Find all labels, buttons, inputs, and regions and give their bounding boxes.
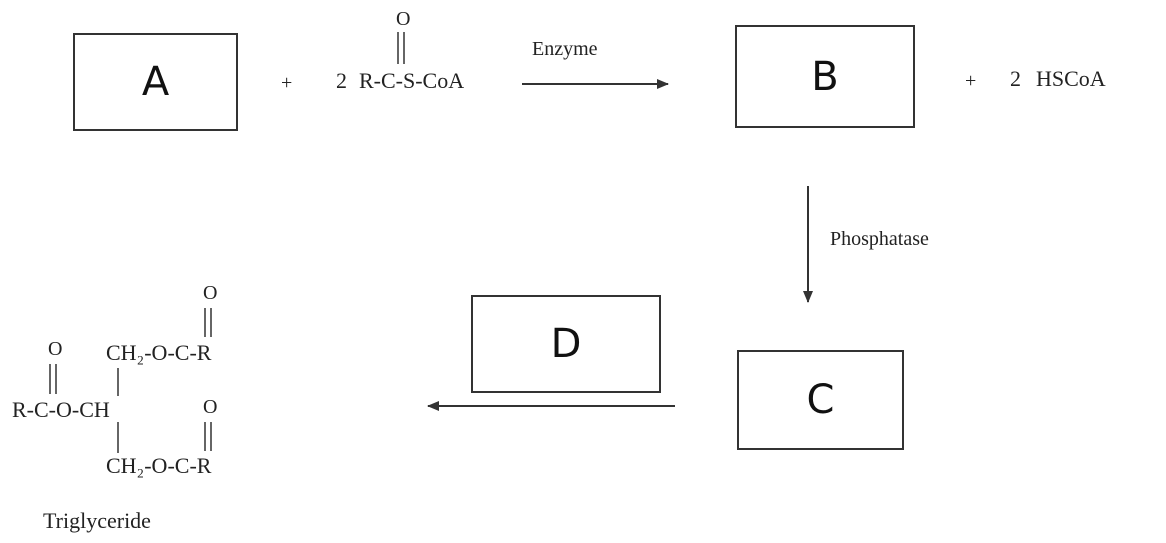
box-b: B	[735, 25, 915, 128]
box-d: D	[471, 295, 661, 393]
tg-row2-right-oxygen: O	[203, 396, 218, 418]
tg-row2-group: R-C-O-CH	[12, 397, 110, 422]
enzyme-label: Enzyme	[532, 38, 598, 60]
hscoa-label: HSCoA	[1036, 66, 1106, 91]
tg-top-double-bond	[204, 308, 212, 337]
tg-left-double-bond	[49, 364, 57, 394]
tg-row1-left-oxygen: O	[48, 338, 63, 360]
box-b-label: B	[811, 53, 839, 100]
tg-row3-group: CH₂-O-C-R	[106, 453, 212, 478]
carbonyl-oxygen: O	[396, 8, 411, 30]
tg-top-oxygen: O	[203, 282, 218, 304]
box-c: C	[737, 350, 904, 450]
box-c-label: C	[806, 377, 835, 423]
reactant-plus: +	[281, 72, 293, 94]
tg-row1-group: CH₂-O-C-R	[106, 340, 212, 365]
acyl-coa-double-bond	[397, 32, 405, 64]
box-a-label: A	[141, 59, 170, 105]
acyl-coa-formula: R-C-S-CoA	[359, 68, 465, 93]
acyl-coa-coefficient: 2	[336, 68, 347, 93]
tg-bottom-double-bond	[204, 422, 212, 451]
product-plus: +	[965, 70, 977, 92]
hscoa-coefficient: 2	[1010, 66, 1021, 91]
box-a: A	[73, 33, 238, 131]
box-d-label: D	[550, 321, 582, 367]
phosphatase-label: Phosphatase	[830, 228, 929, 250]
triglyceride-name: Triglyceride	[43, 508, 151, 533]
